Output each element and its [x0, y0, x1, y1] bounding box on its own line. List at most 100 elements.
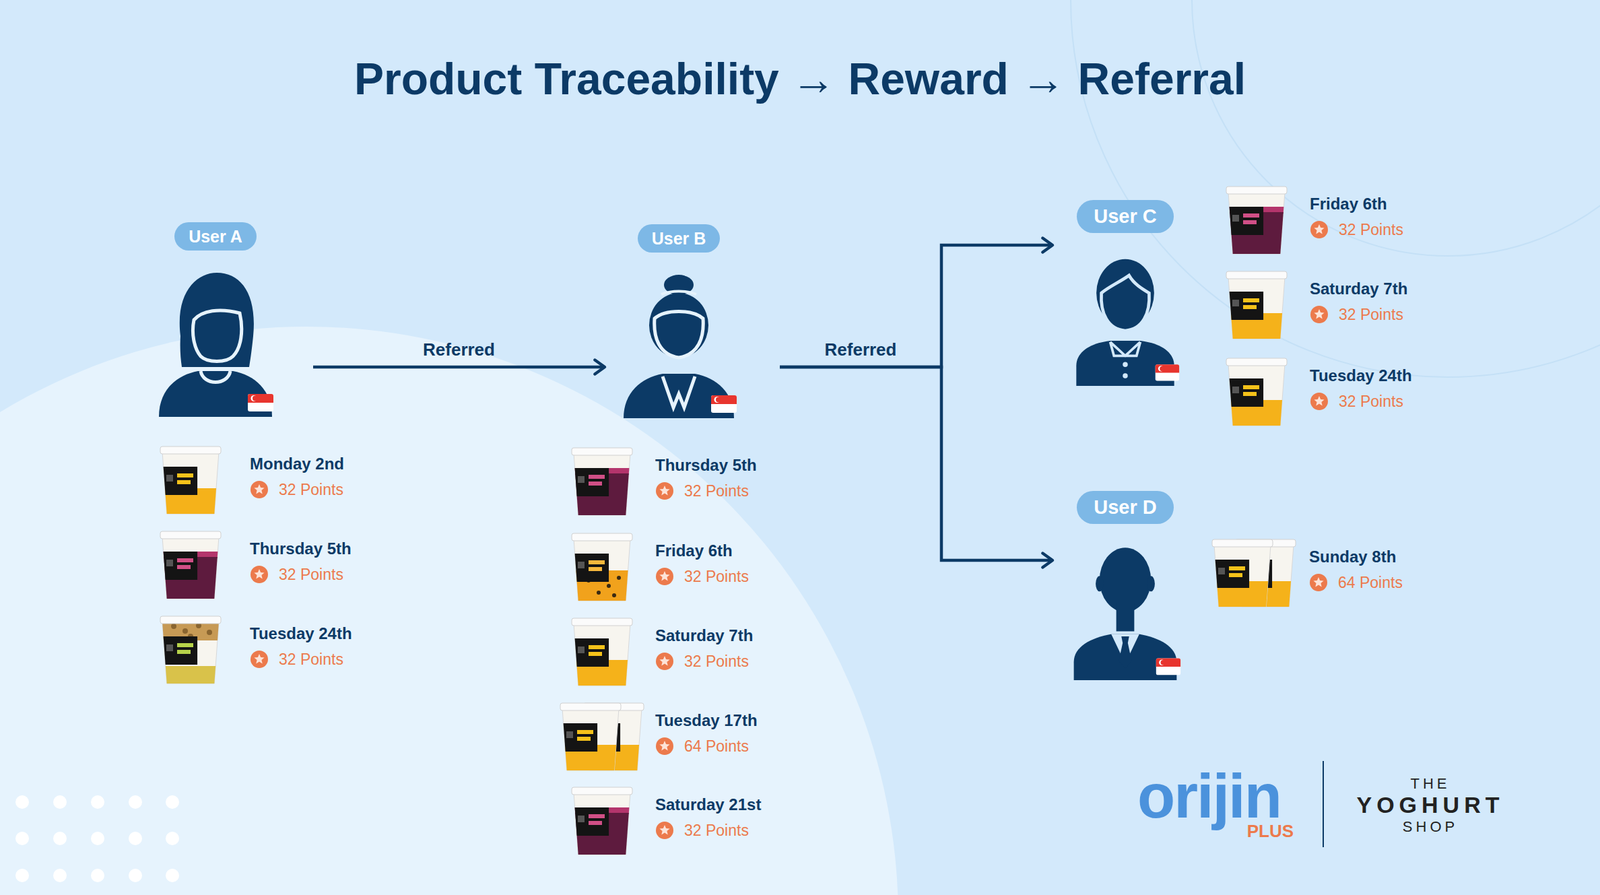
person-icon: [1076, 259, 1174, 386]
points-star: [655, 482, 674, 500]
referral-connector: [779, 238, 1053, 368]
user-name: User D: [1093, 495, 1157, 520]
arrow-head: [594, 360, 605, 375]
person-icon: [1064, 247, 1186, 386]
points-star: [655, 821, 674, 840]
points-star: [1310, 220, 1328, 239]
person-icon: [1061, 538, 1190, 681]
yoghurt-cup: [1228, 206, 1264, 236]
points-star: [655, 567, 674, 586]
points-star: [1309, 573, 1328, 592]
yoghurt-cup: [588, 645, 605, 650]
connector-line: [779, 367, 1053, 561]
person-icon: [1110, 342, 1141, 357]
person-icon: [649, 292, 709, 358]
dot-grid: [128, 868, 143, 883]
dot-grid: [165, 868, 180, 883]
yoghurt-cup: [162, 551, 198, 580]
points-star: [1310, 305, 1328, 324]
yoghurt-cup: [571, 787, 633, 795]
points-earned: 32 Points: [278, 480, 344, 499]
yoghurt-cup: [588, 481, 603, 486]
points-star: [1313, 395, 1324, 406]
yoghurt-cup: [182, 628, 188, 634]
yoghurt-cup: [1212, 539, 1273, 547]
yoghurt-cup: [177, 649, 191, 654]
yoghurt-cup: [1226, 271, 1287, 381]
yoghurt-cup: [606, 583, 611, 588]
yoghurt-cup: [166, 559, 174, 567]
points-star: [1313, 224, 1324, 234]
yoghurt-cup: [573, 553, 609, 582]
yoghurt-cup: [166, 644, 174, 652]
points-star: [1310, 220, 1328, 239]
points-star: [1313, 309, 1324, 319]
points-star: [250, 480, 269, 499]
points-star: [655, 652, 674, 671]
user-name: User C: [1093, 204, 1157, 229]
yoghurt-cup: [588, 567, 603, 572]
user-badge: User B: [637, 224, 721, 253]
yoghurt-cup: [1218, 567, 1225, 575]
shop-logo: YOGHURT: [1356, 791, 1505, 819]
yoghurt-cup: [160, 446, 221, 454]
dot-grid: [128, 831, 143, 846]
yoghurt-cup: [160, 531, 221, 539]
yoghurt-cup: [1243, 298, 1260, 303]
purchase-date: Friday 6th: [1309, 194, 1388, 214]
arrow-head: [1042, 553, 1053, 568]
points-earned: 32 Points: [1338, 220, 1404, 239]
singapore-flag: [1159, 365, 1165, 371]
person-icon: [192, 310, 242, 362]
yoghurt-cup: [573, 807, 631, 881]
purchase-date: Saturday 7th: [1309, 279, 1408, 299]
user-node: User A: [148, 222, 283, 419]
singapore-flag: [247, 393, 274, 412]
purchase-date: Tuesday 24th: [249, 624, 353, 644]
user-badge: User D: [1076, 490, 1174, 524]
referral-connector: [779, 367, 1053, 568]
person-icon: [623, 274, 735, 419]
edge-label: Referred: [824, 340, 897, 361]
yoghurt-cup: [1214, 559, 1271, 649]
yoghurt-cup: [571, 787, 633, 881]
yoghurt-cup: [596, 590, 601, 595]
yoghurt-cup: [162, 621, 219, 734]
user-badge: User A: [174, 222, 257, 251]
dot-grid: [15, 795, 29, 809]
yoghurt-cup: [1226, 271, 1287, 279]
yoghurt-cup: [577, 729, 594, 735]
dot-grid: [165, 831, 180, 846]
person-icon: [618, 268, 740, 420]
yoghurt-cup: [1228, 291, 1264, 320]
singapore-flag: [1155, 364, 1180, 381]
yoghurt-cup: [1212, 539, 1273, 649]
points-earned: 32 Points: [684, 821, 749, 840]
points-star: [655, 737, 674, 755]
points-earned: 32 Points: [684, 567, 749, 586]
points-star: [1310, 305, 1328, 324]
points-star: [659, 571, 670, 581]
yoghurt-cup: [566, 731, 574, 739]
points-star: [250, 565, 269, 584]
user-name: User A: [188, 226, 243, 247]
person-icon: [1099, 547, 1151, 612]
dot-grid: [90, 795, 105, 809]
dot-grid: [90, 831, 105, 846]
user-node: User B: [611, 224, 747, 420]
person-icon: [1074, 547, 1178, 681]
singapore-flag: [1156, 657, 1181, 666]
person-icon: [179, 272, 254, 368]
dot-grid: [53, 831, 67, 846]
purchase-date: Thursday 5th: [249, 539, 352, 559]
purchase-date: Monday 2nd: [249, 454, 345, 474]
yoghurt-cup: [560, 703, 621, 711]
purchase-date: Saturday 7th: [655, 626, 753, 646]
singapore-flag: [1156, 657, 1181, 675]
points-earned: 64 Points: [1338, 573, 1403, 592]
yoghurt-cup: [588, 560, 605, 565]
yoghurt-cup: [1226, 186, 1287, 194]
